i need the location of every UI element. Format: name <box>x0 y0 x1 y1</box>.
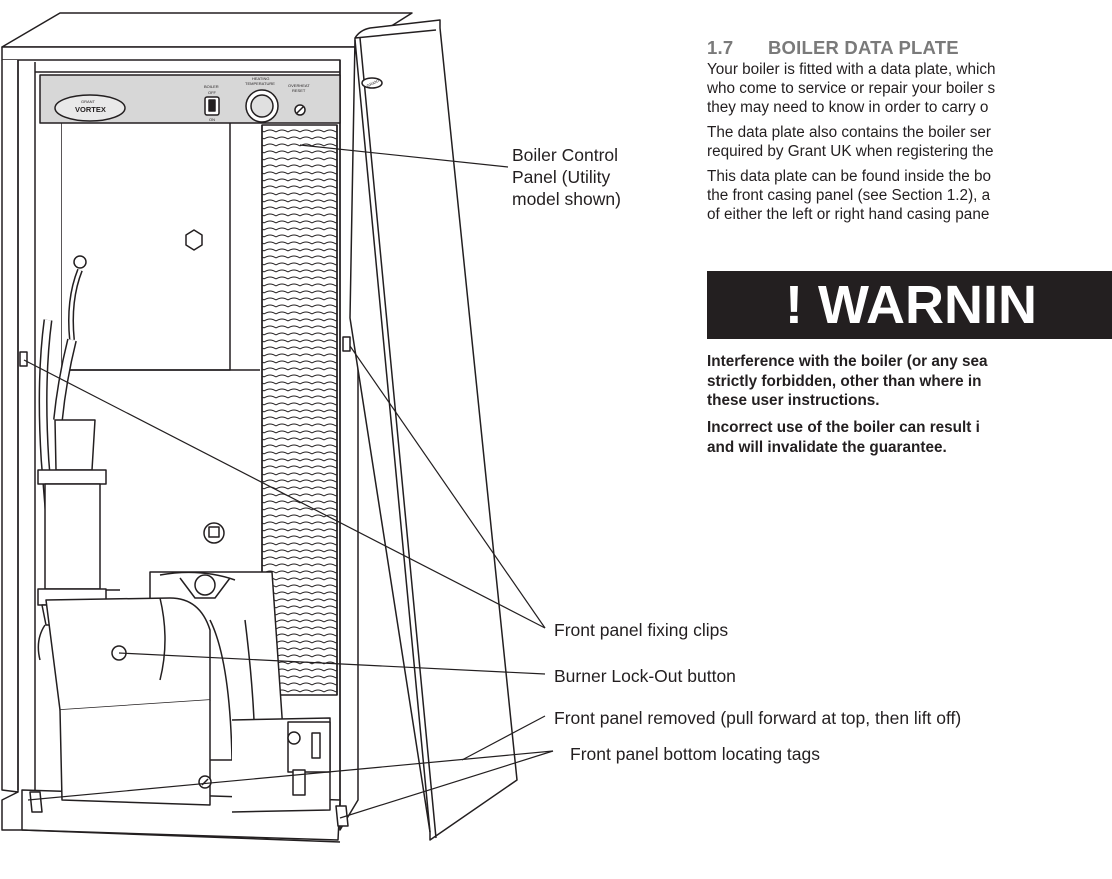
panel-heating-label-1: HEATING <box>252 76 269 81</box>
callout-control-panel-2: Panel (Utility <box>512 167 611 187</box>
warning-line: Interference with the boiler (or any sea <box>707 353 988 370</box>
panel-brand: VORTEX <box>75 105 106 114</box>
panel-boiler-label: BOILER <box>204 84 219 89</box>
text-line: required by Grant UK when registering th… <box>707 143 994 160</box>
panel-heating-label-2: TEMPERATURE <box>245 81 275 86</box>
callout-control-panel-1: Boiler Control <box>512 145 619 165</box>
panel-overheat-label-1: OVERHEAT <box>288 83 310 88</box>
paragraph-data-plate: Your boiler is fitted with a data plate,… <box>707 60 996 117</box>
text-line: who come to service or repair your boile… <box>707 80 996 97</box>
warning-banner <box>707 271 1112 339</box>
panel-brand-top: GRANT <box>81 99 96 104</box>
paragraph-serial-number: The data plate also contains the boiler … <box>707 123 994 161</box>
paragraph-plate-location: This data plate can be found inside the … <box>707 167 991 224</box>
warning-line: strictly forbidden, other than where in <box>707 372 982 390</box>
text-line: Your boiler is fitted with a data plate,… <box>707 61 996 78</box>
text-line: of either the left or right hand casing … <box>707 206 990 223</box>
text-line: they may need to know in order to carry … <box>707 99 989 116</box>
text-line: the front casing panel (see Section 1.2)… <box>707 187 991 204</box>
callout-fixing-clips: Front panel fixing clips <box>554 620 729 640</box>
section-number: 1.7 <box>707 37 734 58</box>
section-heading: 1.7 BOILER DATA PLATE <box>707 37 959 59</box>
warning-line: Incorrect use of the boiler can result i <box>707 419 980 436</box>
callout-lockout-button: Burner Lock-Out button <box>554 666 736 686</box>
panel-overheat-label-2: RESET <box>292 88 306 93</box>
text-line: This data plate can be found inside the … <box>707 168 992 185</box>
warning-title: ! WARNIN <box>785 275 1037 335</box>
text-line: The data plate also contains the boiler … <box>707 124 992 141</box>
warning-paragraph-interference: Interference with the boiler (or any sea… <box>707 352 988 411</box>
panel-off-label: OFF <box>208 90 217 95</box>
panel-badge: GRANT <box>366 78 381 89</box>
warning-line: these user instructions. <box>707 392 880 409</box>
warning-line: and will invalidate the guarantee. <box>707 438 947 456</box>
callout-locating-tags: Front panel bottom locating tags <box>570 744 821 764</box>
section-title: BOILER DATA PLATE <box>768 37 959 58</box>
callout-control-panel-3: model shown) <box>512 189 621 209</box>
warning-paragraph-incorrect-use: Incorrect use of the boiler can result i… <box>707 418 980 457</box>
callout-panel-removed: Front panel removed (pull forward at top… <box>554 708 962 728</box>
panel-on-label: ON <box>209 117 215 122</box>
